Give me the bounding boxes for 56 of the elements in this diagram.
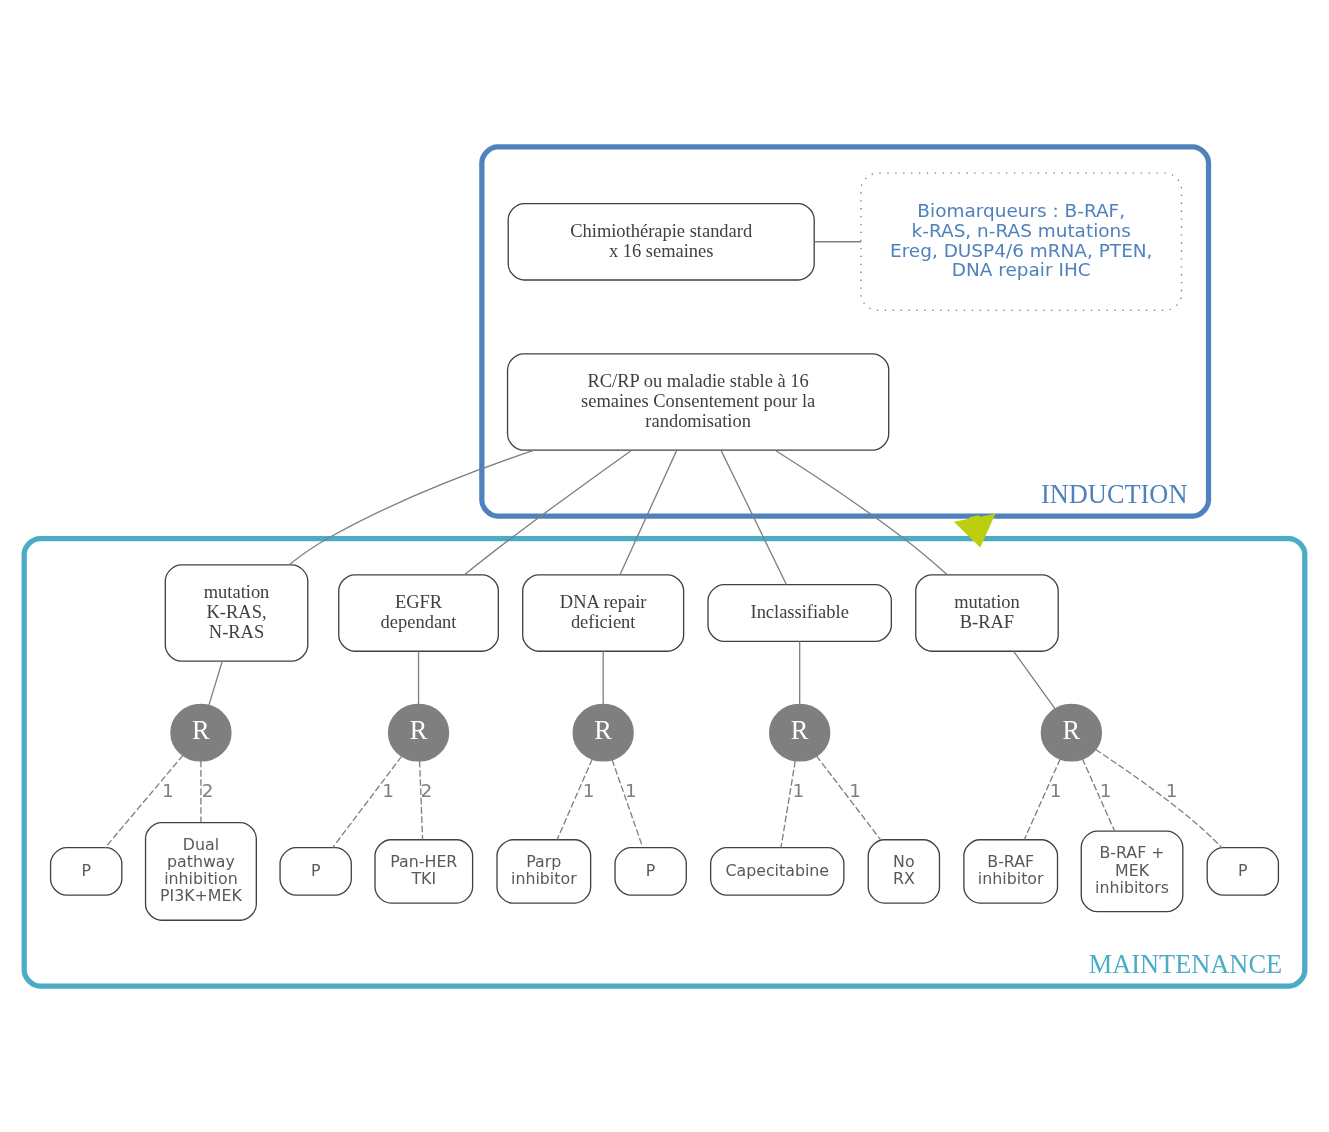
node-circle: R <box>572 703 634 762</box>
connector <box>720 449 788 585</box>
node-box: Biomarqueurs : B-RAF, k-RAS, n-RAS mutations Ereg, DUSP4/6 mRNA, PTEN, DNA repair IHC <box>860 172 1183 311</box>
connector <box>417 650 420 705</box>
edge-label: 1 <box>1099 779 1112 801</box>
edge-label: 1 <box>624 779 637 801</box>
node-box: Capecitabine <box>710 846 845 896</box>
node-circle: R <box>387 703 450 762</box>
node-circle: R <box>1040 703 1103 762</box>
connector <box>200 759 202 823</box>
connector <box>418 759 424 840</box>
node-box: mutation B-RAF <box>915 573 1059 652</box>
node-box: Parp inhibitor <box>496 838 592 904</box>
connector <box>1094 748 1223 848</box>
edge-label: 1 <box>1049 779 1062 801</box>
connector <box>813 240 862 242</box>
node-box: No RX <box>867 838 941 904</box>
connector <box>208 660 223 706</box>
connector <box>464 449 633 575</box>
edge-label: 1 <box>162 779 174 801</box>
connector <box>332 755 403 848</box>
node-circle: R <box>769 703 831 762</box>
connector <box>104 754 184 848</box>
edge-label: 1 <box>792 779 805 801</box>
connector <box>602 650 604 705</box>
node-circle: R <box>170 703 232 762</box>
connector <box>1013 650 1056 709</box>
node-box: P <box>1206 846 1280 896</box>
connector <box>288 449 535 566</box>
connector <box>780 759 796 848</box>
node-box: Pan-HER TKI <box>374 838 474 904</box>
node-box: mutation K-RAS, N-RAS <box>164 563 309 662</box>
node-box: DNA repair deficient <box>522 573 685 652</box>
node-box: P <box>279 846 352 896</box>
node-box: Dual pathway inhibition PI3K+MEK <box>144 821 257 921</box>
edge-label: 2 <box>201 779 214 801</box>
connector <box>556 757 593 840</box>
edge-label: 1 <box>382 779 395 801</box>
node-box: B-RAF + MEK inhibitors <box>1080 830 1184 912</box>
connector <box>799 640 801 705</box>
node-box: B-RAF inhibitor <box>963 838 1059 904</box>
connector <box>774 449 948 575</box>
edge-label: 1 <box>1165 779 1178 801</box>
node-box: RC/RP ou maladie stable à 16 semaines Consentement pour la randomisation <box>506 352 890 451</box>
edge-label: 1 <box>582 779 595 801</box>
node-box: Chimiothérapie standard x 16 semaines <box>507 202 815 281</box>
node-box: P <box>614 846 687 896</box>
edge-label: 2 <box>420 779 433 801</box>
connector <box>815 754 882 840</box>
node-box: P <box>49 846 123 896</box>
connector <box>1023 757 1061 840</box>
node-box: EGFR dependant <box>338 573 499 652</box>
node-box: Inclassifiable <box>707 583 892 642</box>
connector <box>619 449 678 575</box>
connector <box>1081 757 1116 832</box>
edge-label: 1 <box>849 779 861 801</box>
